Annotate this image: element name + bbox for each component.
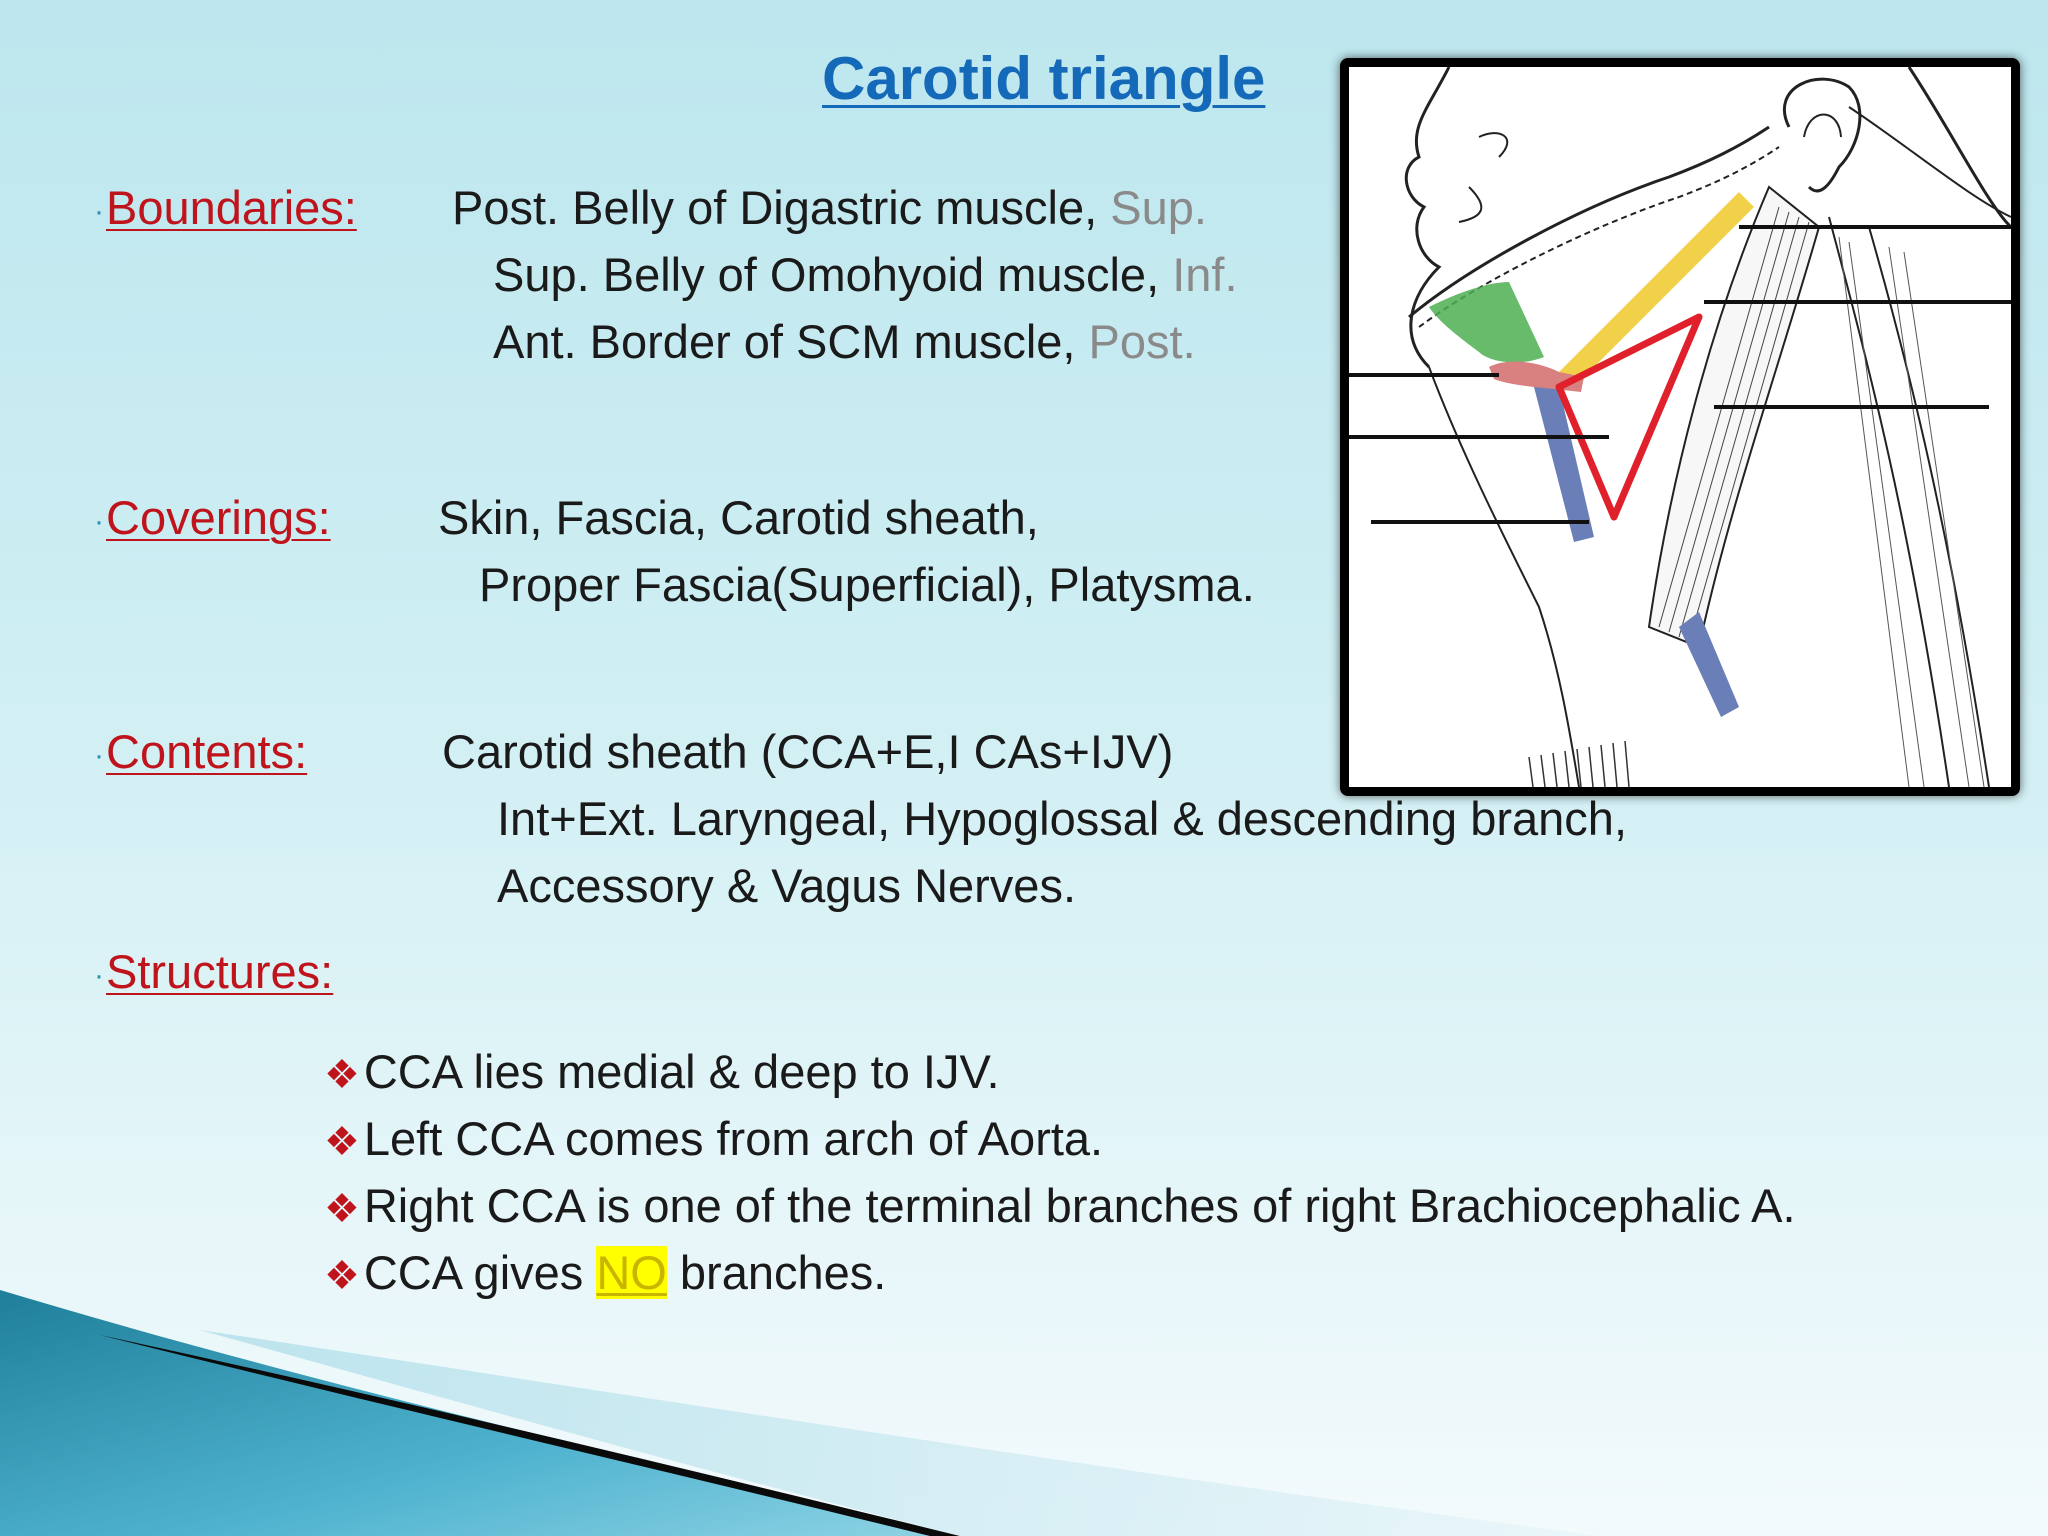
boundary-line-3-tag: Post.: [1088, 315, 1196, 368]
boundary-line-1-tag: Sup.: [1110, 181, 1207, 234]
section-dot: ·: [94, 958, 104, 992]
contents-label-text: Contents:: [106, 725, 308, 778]
slide-title: Carotid triangle: [822, 45, 1266, 112]
diamond-bullet-icon: ❖: [324, 1053, 360, 1097]
structure-bullet-1-text: CCA lies medial & deep to IJV.: [363, 1045, 1000, 1098]
structures-label-text: Structures:: [106, 945, 334, 998]
boundary-line-2-text: Sup. Belly of Omohyoid muscle,: [493, 248, 1173, 301]
boundaries-label: ·Boundaries:: [94, 180, 357, 235]
diamond-bullet-icon: ❖: [324, 1254, 360, 1298]
section-dot: ·: [94, 504, 104, 538]
structure-bullet-4-before: CCA gives: [363, 1246, 597, 1299]
structure-bullet-4: ❖CCA gives NO branches.: [324, 1245, 886, 1300]
diamond-bullet-icon: ❖: [324, 1187, 360, 1231]
structure-bullet-2: ❖Left CCA comes from arch of Aorta.: [324, 1111, 1103, 1166]
boundary-line-3-text: Ant. Border of SCM muscle,: [493, 315, 1089, 368]
boundaries-label-text: Boundaries:: [106, 181, 357, 234]
boundary-line-1: Post. Belly of Digastric muscle, Sup.: [452, 180, 1207, 235]
structure-bullet-3: ❖Right CCA is one of the terminal branch…: [324, 1178, 1796, 1233]
section-dot: ·: [94, 194, 104, 228]
structure-bullet-1: ❖CCA lies medial & deep to IJV.: [324, 1044, 1000, 1099]
neck-anatomy-figure: [1340, 58, 2020, 796]
diamond-bullet-icon: ❖: [324, 1120, 360, 1164]
section-dot: ·: [94, 738, 104, 772]
boundary-line-2-tag: Inf.: [1172, 248, 1238, 301]
neck-anatomy-illustration-icon: [1349, 67, 2011, 787]
boundary-line-2: Sup. Belly of Omohyoid muscle, Inf.: [493, 247, 1238, 302]
coverings-label-text: Coverings:: [106, 491, 331, 544]
structures-label: ·Structures:: [94, 944, 333, 999]
contents-label: ·Contents:: [94, 724, 307, 779]
structure-bullet-2-text: Left CCA comes from arch of Aorta.: [363, 1112, 1104, 1165]
content-line-3: Accessory & Vagus Nerves.: [497, 859, 1077, 912]
structure-bullet-3-text: Right CCA is one of the terminal branche…: [363, 1179, 1796, 1232]
covering-line-1: Skin, Fascia, Carotid sheath,: [438, 491, 1039, 544]
boundary-line-1-text: Post. Belly of Digastric muscle,: [452, 181, 1111, 234]
boundary-line-3: Ant. Border of SCM muscle, Post.: [493, 314, 1196, 369]
content-line-1: Carotid sheath (CCA+E,I CAs+IJV): [442, 725, 1174, 778]
structure-bullet-4-after: branches.: [666, 1246, 887, 1299]
no-highlight: NO: [596, 1246, 667, 1299]
coverings-label: ·Coverings:: [94, 490, 331, 545]
content-line-2: Int+Ext. Laryngeal, Hypoglossal & descen…: [497, 792, 1627, 845]
covering-line-2: Proper Fascia(Superficial), Platysma.: [479, 558, 1255, 611]
